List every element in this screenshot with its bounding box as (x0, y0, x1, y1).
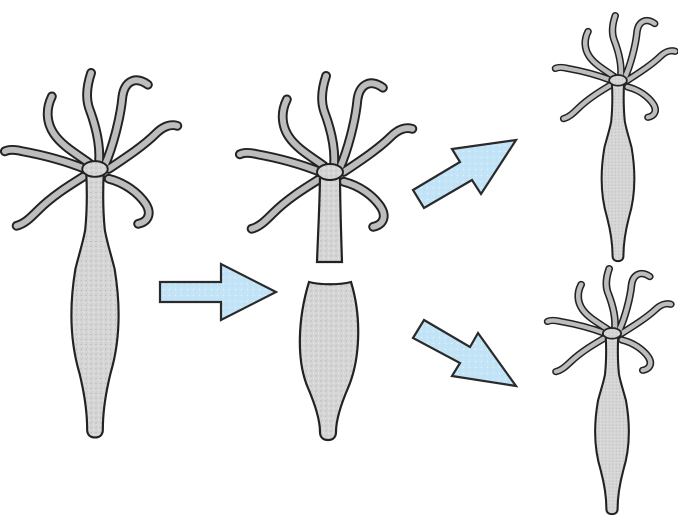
hydra-cut-top (240, 76, 412, 262)
arrow-up-right (413, 140, 516, 208)
hydra-regenerated-bottom (548, 269, 671, 515)
hydra-regenerated-top (555, 16, 675, 262)
hydra-whole (5, 73, 177, 438)
hydra-cut-bottom (300, 282, 358, 440)
arrow-right (160, 264, 276, 320)
arrow-down-right (413, 320, 516, 386)
